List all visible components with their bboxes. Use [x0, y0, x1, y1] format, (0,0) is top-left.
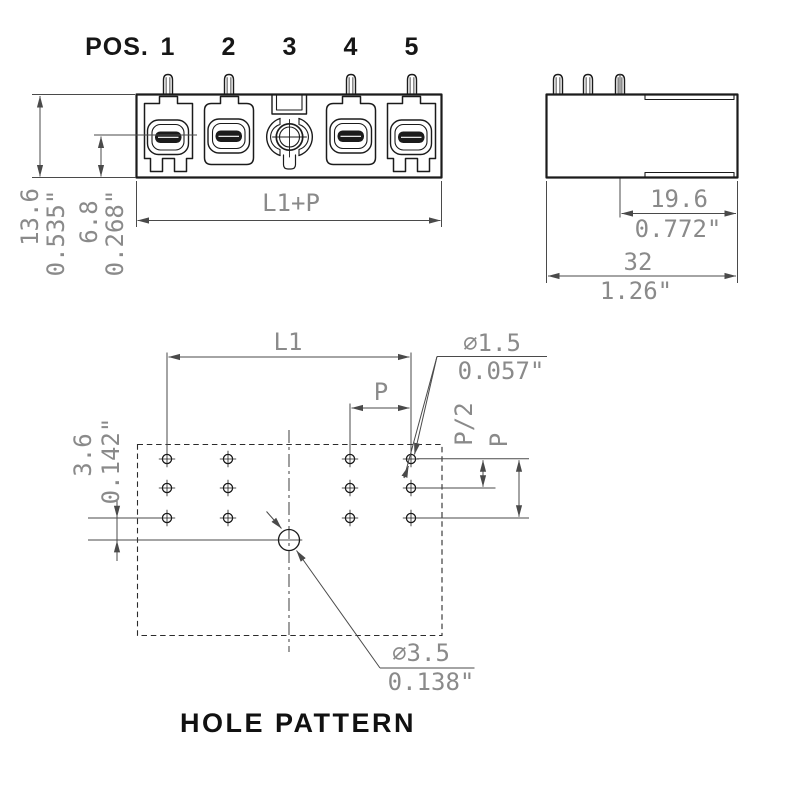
dim-small-hole-mm: ⌀1.5 — [463, 329, 521, 357]
contact-cavity-4 — [325, 95, 377, 166]
dim-depth-mm: 19.6 — [650, 185, 708, 213]
pos-number-3: 3 — [283, 33, 298, 61]
dim-half-pitch-label: P/2 — [450, 402, 478, 445]
contact-cavity-2 — [203, 95, 255, 166]
dim-small-hole-in: 0.057" — [458, 357, 545, 385]
dim-height-mm: 13.6 — [16, 188, 44, 246]
hole-marker — [341, 479, 359, 497]
pos-number-1: 1 — [161, 33, 176, 61]
front-view: 13.6 0.535" 6.8 0.268" L1+P — [16, 73, 443, 277]
solder-pin — [162, 73, 174, 96]
pos-number-5: 5 — [405, 33, 420, 61]
contact-cavity-1 — [143, 95, 194, 173]
dim-l1-label: L1 — [274, 328, 303, 356]
dim-total-width-mm: 32 — [624, 248, 653, 276]
pos-label: POS. — [85, 33, 149, 61]
hole-marker — [402, 479, 420, 497]
connector-body — [135, 93, 443, 179]
dim-depth-in: 0.772" — [635, 215, 722, 243]
dim-width-label: L1+P — [262, 189, 320, 217]
center-mount — [265, 93, 314, 170]
side-view-dimensions: 19.6 0.772" 32 1.26" — [546, 181, 738, 305]
hole-marker — [402, 509, 420, 527]
pos-number-4: 4 — [344, 33, 359, 61]
solder-pin — [345, 73, 357, 96]
hole-pattern-caption: HOLE PATTERN — [180, 708, 416, 738]
side-view: 19.6 0.772" 32 1.26" — [545, 73, 739, 305]
pos-number-2: 2 — [222, 33, 237, 61]
solder-pin — [552, 73, 564, 96]
hole-marker — [158, 450, 176, 468]
front-view-dimensions: 13.6 0.535" 6.8 0.268" L1+P — [16, 94, 442, 277]
position-labels: POS. 1 2 3 4 5 — [85, 33, 420, 61]
hole-marker — [219, 509, 237, 527]
dim-large-hole-mm: ⌀3.5 — [392, 639, 450, 667]
hole-pattern: L1 P ⌀1.5 0.057" P/2 P 3.6 0.142" — [69, 328, 547, 738]
dim-p-label: P — [374, 378, 388, 406]
dim-offset-mm: 3.6 — [69, 433, 97, 476]
hole-marker — [219, 479, 237, 497]
dim-large-hole-in: 0.138" — [388, 668, 475, 696]
dim-mid-in: 0.268" — [101, 190, 129, 277]
dim-height-in: 0.535" — [42, 190, 70, 277]
hole-marker — [158, 479, 176, 497]
dim-row-pitch-label: P — [485, 433, 513, 447]
contact-cavity-5 — [386, 95, 437, 173]
hole-marker — [219, 450, 237, 468]
connector-body-side — [545, 93, 739, 179]
dim-mid-mm: 6.8 — [75, 200, 103, 243]
dim-offset-in: 0.142" — [97, 418, 125, 505]
solder-pin — [223, 73, 235, 96]
dim-total-width-in: 1.26" — [600, 277, 672, 305]
hole-marker — [158, 509, 176, 527]
solder-pin — [582, 73, 594, 96]
hole-marker — [341, 450, 359, 468]
hole-marker — [341, 509, 359, 527]
solder-pin — [406, 73, 418, 96]
hole-pattern-dimensions: L1 P ⌀1.5 0.057" P/2 P 3.6 0.142" — [69, 328, 547, 696]
